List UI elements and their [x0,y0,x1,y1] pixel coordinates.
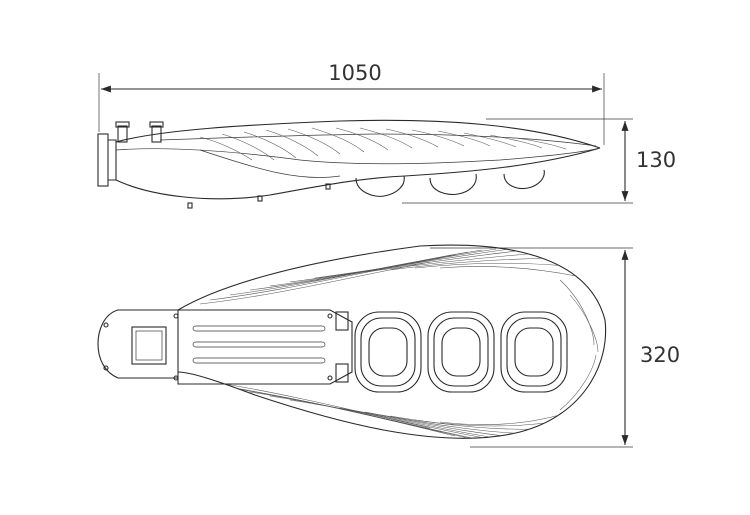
length-dimension: 1050 [98,61,605,145]
lens-module-2 [427,311,495,393]
side-view [97,119,601,209]
height-dimension: 130 [402,118,676,204]
length-label: 1050 [328,61,381,85]
top-view [97,244,607,439]
width-dimension: 320 [430,247,680,448]
lens-module-3 [500,311,568,393]
height-label: 130 [636,148,676,172]
width-label: 320 [640,343,680,367]
lens-module-1 [354,311,422,393]
